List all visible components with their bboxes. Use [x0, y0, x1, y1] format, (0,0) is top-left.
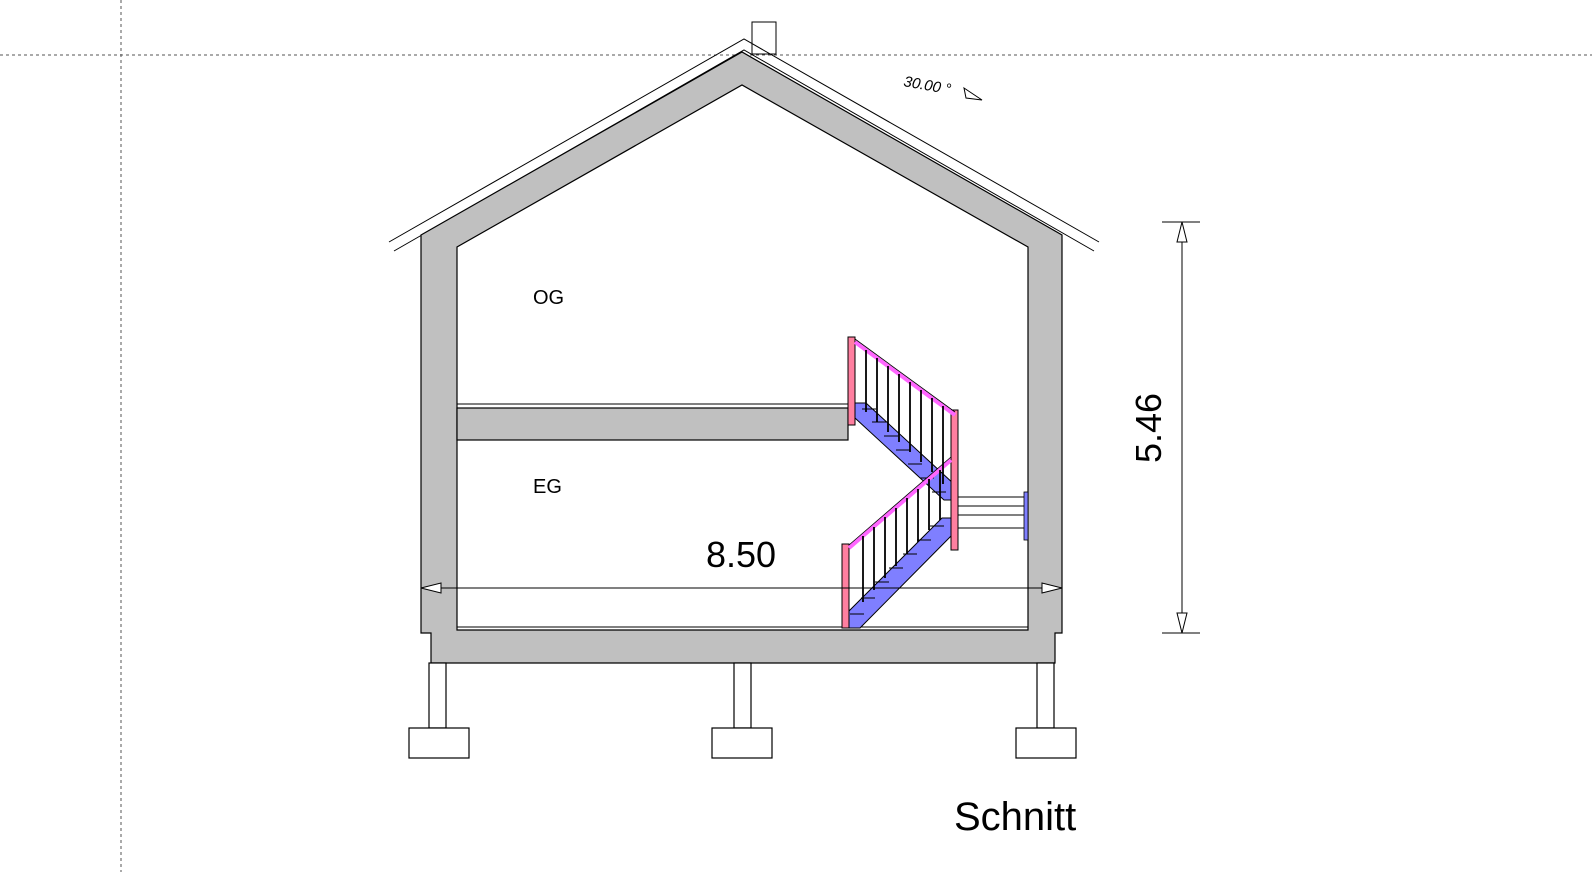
handrail-upper — [853, 340, 957, 417]
footing-center — [711, 727, 773, 759]
dimension-height-value: 5.46 — [1128, 393, 1169, 463]
dimension-arrow-left — [420, 582, 442, 594]
dimension-arrow-right — [1041, 582, 1063, 594]
pier-center — [733, 662, 752, 729]
stair-treads — [850, 408, 946, 615]
room-label-eg: EG — [533, 476, 562, 498]
handrail-lower — [847, 458, 953, 550]
railing-post-mid — [950, 409, 959, 551]
dimension-height — [1162, 221, 1200, 634]
dimension-width — [420, 582, 1063, 594]
roof-angle-value: 30.00 ° — [902, 73, 952, 98]
floor-slab-og — [456, 407, 849, 441]
railing-post-top — [847, 336, 856, 426]
handrail-lower-edge — [848, 456, 952, 546]
room-label-og: OG — [533, 287, 564, 309]
balusters — [862, 350, 944, 602]
railing-post-bottom — [841, 543, 850, 629]
drawing-title: Schnitt — [954, 795, 1076, 839]
pier-left — [428, 662, 447, 729]
dimension-arrow-top — [1176, 221, 1188, 243]
house-wall-section — [420, 51, 1063, 664]
roof-angle-marker-icon — [963, 86, 983, 101]
chimney — [751, 21, 777, 55]
foundations — [408, 662, 1077, 759]
pier-right — [1036, 662, 1055, 729]
landing-edge — [1023, 491, 1029, 541]
staircase — [841, 336, 1029, 629]
dimension-arrow-bottom — [1176, 612, 1188, 634]
roof-outer-line — [388, 38, 1100, 243]
footing-left — [408, 727, 470, 759]
dimension-width-value: 8.50 — [706, 534, 776, 575]
footing-right — [1015, 727, 1077, 759]
handrail-upper-edge — [854, 338, 956, 413]
